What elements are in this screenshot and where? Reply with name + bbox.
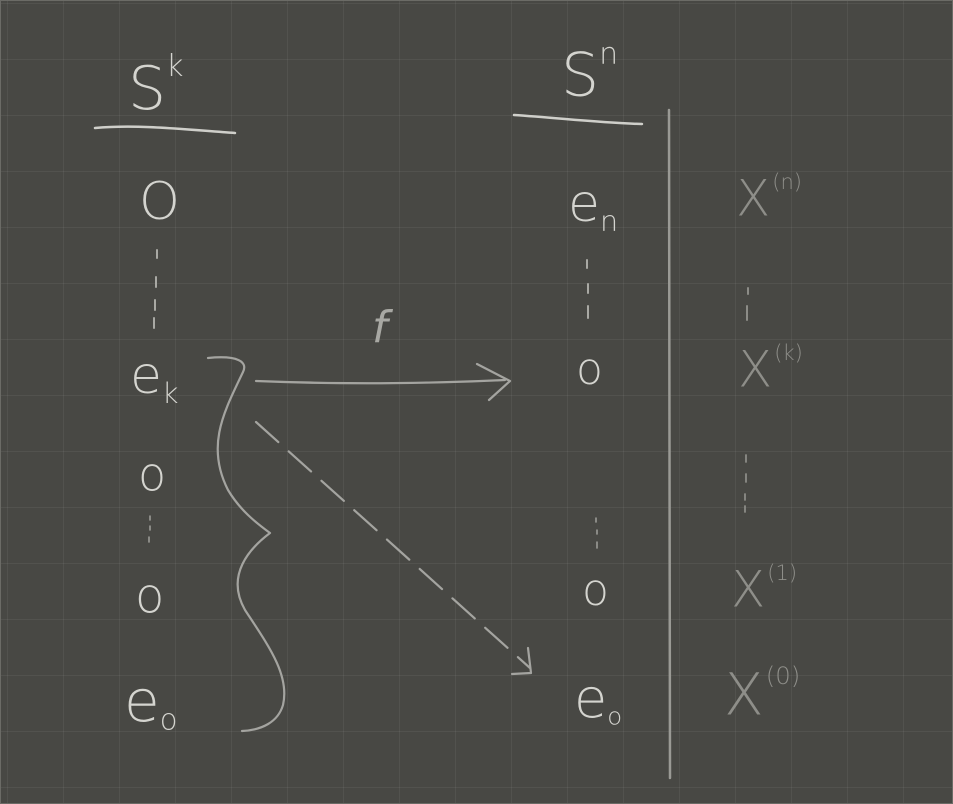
right-header: Sn: [561, 40, 618, 106]
left-header-underline: [93, 125, 237, 135]
skeleton-label-n-exp: (n): [772, 170, 802, 194]
skeleton-ellipsis-bottom: [744, 454, 747, 513]
right-cell-e0: eo: [574, 672, 622, 729]
skeleton-label-0-exp: (0): [765, 661, 801, 690]
left-ellipsis-top: [153, 249, 158, 329]
left-cell-top: O: [139, 176, 180, 235]
left-ellipsis-bottom: [148, 515, 151, 543]
right-cell-en-sub: n: [600, 204, 619, 238]
vertical-separator: [667, 108, 672, 780]
skeleton-label-1: X(1): [731, 561, 798, 615]
skeleton-ellipsis-top: [746, 287, 749, 321]
left-cell-e0-sub: o: [159, 702, 178, 737]
right-header-underline: [512, 113, 644, 126]
right-cell-en-base: e: [568, 174, 600, 234]
right-header-exponent: n: [599, 37, 619, 72]
right-cell-en: en: [568, 178, 618, 236]
map-label-f: f: [372, 302, 388, 353]
right-cell-e0-sub: o: [607, 701, 623, 731]
left-cell-e0-base: e: [124, 667, 160, 735]
left-header: Sk: [128, 49, 184, 120]
skeleton-label-k-base: X: [738, 340, 773, 399]
skeleton-label-k: X(k): [738, 341, 803, 395]
dashed-arrow-line: [254, 420, 532, 670]
left-cell-low: o: [135, 572, 164, 627]
right-cell-o1: o: [576, 348, 603, 398]
map-arrow-head: [475, 362, 512, 402]
left-header-exponent: k: [166, 49, 184, 84]
right-cell-o2-base: o: [582, 565, 609, 616]
right-header-base: S: [561, 40, 600, 111]
left-cell-mid-base: o: [138, 447, 167, 501]
map-arrow-line: [254, 378, 507, 385]
right-ellipsis-top: [586, 259, 589, 319]
left-cell-e0: eo: [124, 672, 177, 735]
left-cell-ek-sub: k: [162, 376, 179, 410]
right-cell-o2: o: [582, 569, 609, 619]
curly-brace: [206, 356, 286, 733]
skeleton-label-k-exp: (k): [774, 341, 803, 365]
dashed-arrow-head: [510, 646, 533, 676]
left-cell-ek-base: e: [130, 346, 162, 406]
right-ellipsis-bottom: [595, 517, 598, 549]
right-cell-o1-base: o: [576, 344, 603, 395]
left-cell-top-base: O: [139, 172, 180, 232]
left-cell-mid: o: [138, 451, 166, 504]
left-cell-ek: ek: [130, 350, 179, 408]
skeleton-label-1-base: X: [731, 560, 766, 619]
skeleton-label-n: X(n): [736, 170, 802, 224]
skeleton-label-0-base: X: [724, 660, 764, 729]
skeleton-label-0: X(0): [724, 661, 801, 723]
skeleton-label-1-exp: (1): [767, 561, 798, 585]
right-cell-e0-base: e: [574, 667, 608, 730]
skeleton-label-n-base: X: [736, 169, 771, 228]
left-header-base: S: [128, 54, 167, 124]
left-cell-low-base: o: [135, 568, 165, 624]
